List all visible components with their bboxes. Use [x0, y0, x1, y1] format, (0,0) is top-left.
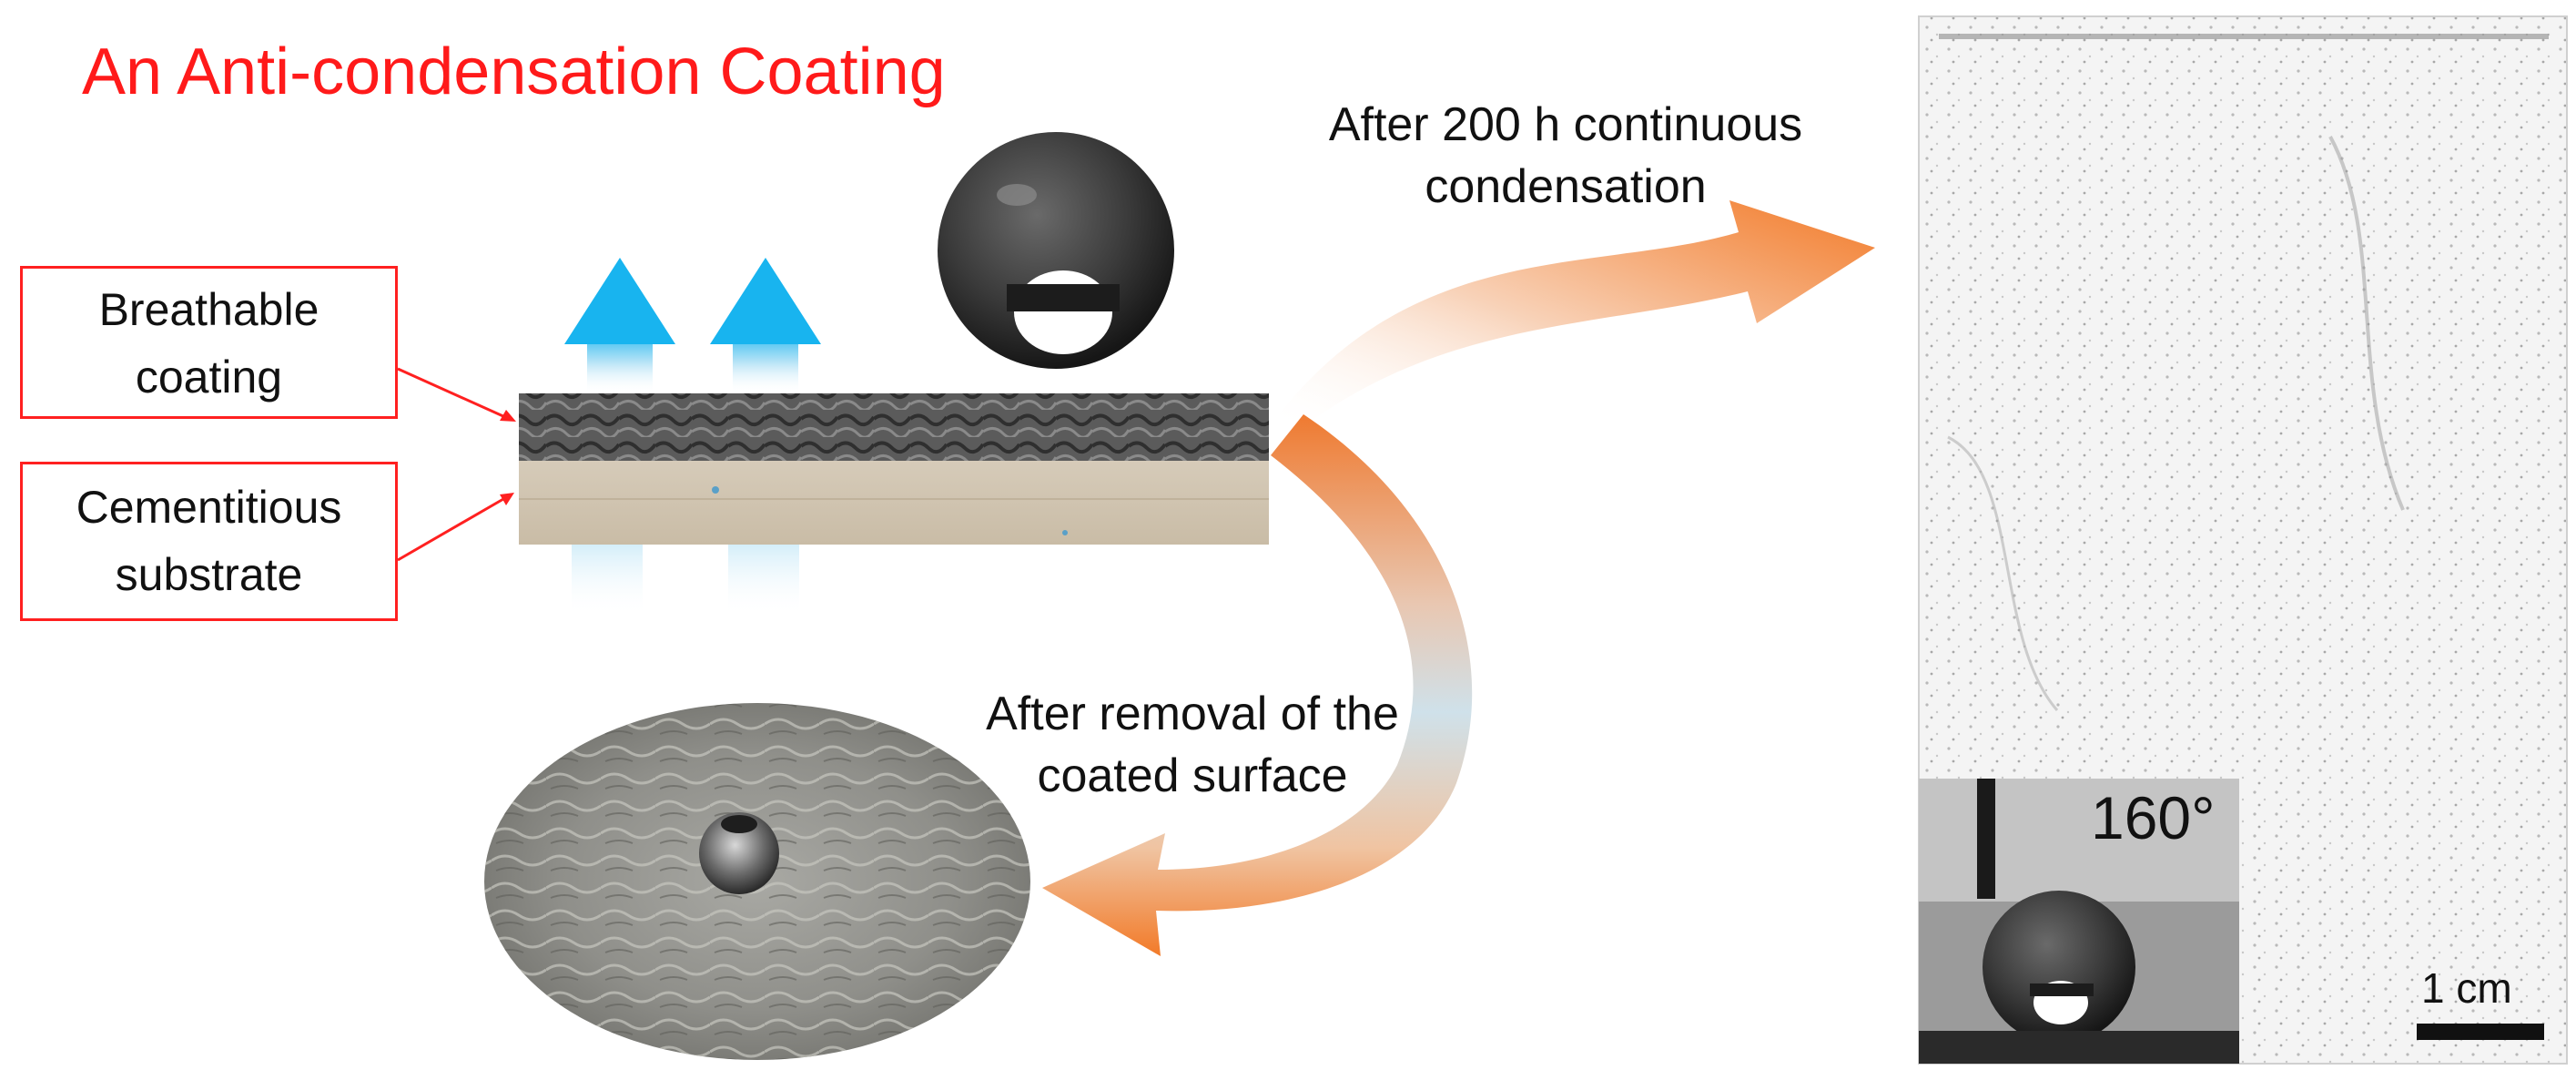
removal-arrow — [1042, 414, 1473, 956]
scale-bar-label: 1 cm — [2421, 964, 2512, 1012]
removal-caption-line1: After removal of the — [986, 688, 1399, 740]
substrate-label-line2: substrate — [115, 549, 303, 600]
leader-line-substrate — [397, 493, 514, 562]
removed-surface-image — [484, 703, 1030, 1060]
vapor-tail-left — [572, 545, 643, 616]
breathable-coating-layer — [519, 393, 1269, 461]
substrate-label-line1: Cementitious — [76, 482, 342, 533]
vapor-arrow-right — [710, 258, 821, 393]
condensation-caption-line2: condensation — [1425, 160, 1707, 213]
water-droplet-image — [938, 132, 1174, 369]
vapor-tail-right — [728, 545, 799, 616]
substrate-label-box: Cementitious substrate — [20, 462, 398, 621]
removal-caption-line2: coated surface — [1037, 749, 1348, 802]
cementitious-substrate-layer — [519, 461, 1269, 545]
coating-label-line2: coating — [135, 352, 283, 403]
leader-line-coating — [397, 367, 516, 422]
vapor-arrow-left — [564, 258, 675, 393]
condensation-arrow — [1279, 200, 1875, 428]
contact-angle-inset — [1919, 779, 2239, 1064]
scale-bar — [2417, 1024, 2544, 1040]
coating-label-line1: Breathable — [98, 284, 319, 335]
contact-angle-label: 160° — [2091, 784, 2216, 851]
condensation-caption-line1: After 200 h continuous — [1328, 98, 1803, 151]
removal-caption: After removal of the coated surface — [938, 683, 1447, 807]
condensation-caption: After 200 h continuous condensation — [1270, 94, 1861, 218]
page-title: An Anti-condensation Coating — [82, 36, 946, 108]
coating-label-box: Breathable coating — [20, 266, 398, 419]
